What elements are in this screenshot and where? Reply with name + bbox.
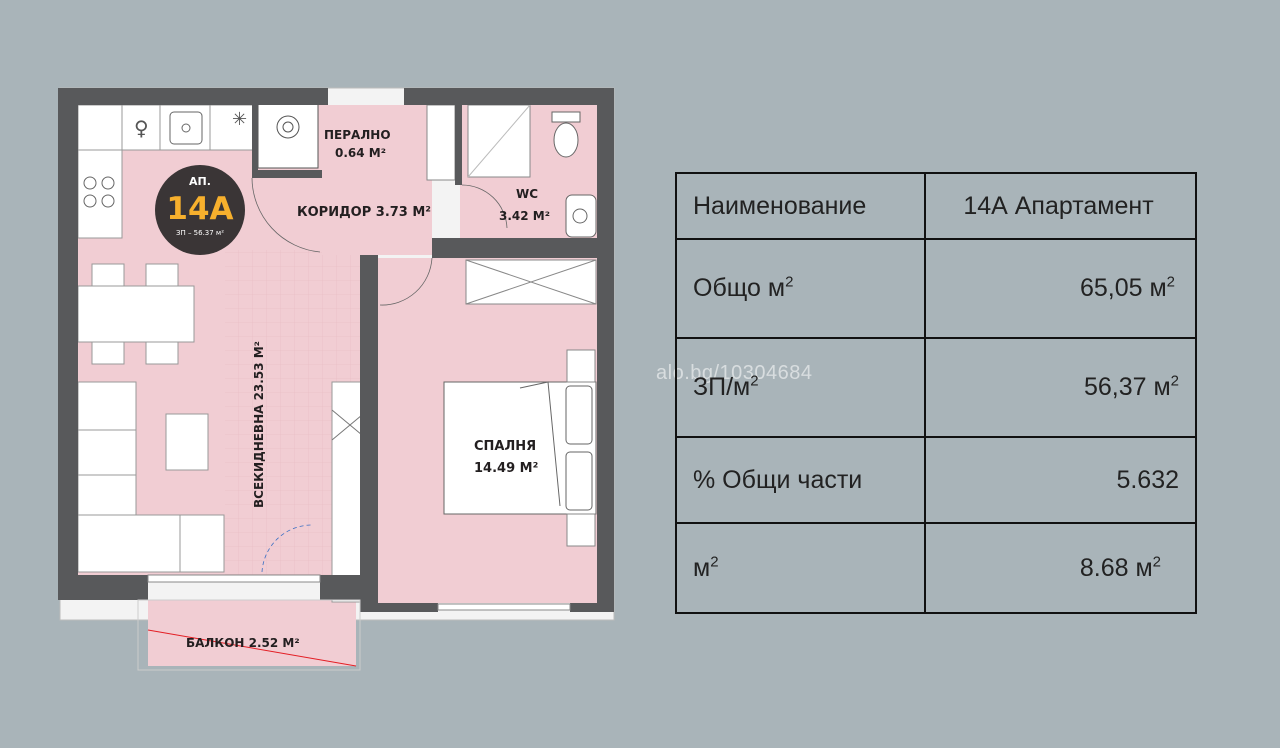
wc-name: WC [516, 187, 538, 201]
row-value: 14А Апартамент [924, 172, 1197, 240]
table-row: м2 8.68 м2 [675, 522, 1197, 614]
chair-icon [91, 263, 125, 287]
row-value: 65,05 м2 [924, 238, 1197, 339]
peralno-area: 0.64 М² [335, 146, 386, 160]
washing-machine-icon [257, 103, 319, 169]
dining-table [77, 285, 195, 343]
corridor-area [322, 105, 432, 255]
fridge-icon: ✳ [232, 109, 247, 130]
peralno-name: ПЕРАЛНО [324, 128, 391, 142]
coffee-table [165, 413, 209, 471]
kitchen-counter-side [77, 149, 123, 239]
spalnya-area: 14.49 М² [474, 461, 538, 476]
wine-glass-icon: ♀ [134, 116, 149, 140]
apartment-badge [155, 165, 245, 255]
badge-subtitle: ЗП – 56.37 м² [176, 229, 224, 237]
row-label: ЗП/м2 [675, 337, 926, 438]
boiler-icon [426, 104, 456, 181]
stove-icon [83, 176, 97, 190]
spalnya-name: СПАЛНЯ [474, 439, 536, 454]
chair-icon [145, 263, 179, 287]
wc-area: 3.42 М² [499, 209, 550, 223]
table-row: Наименование 14А Апартамент [675, 172, 1197, 240]
row-value: 56,37 м2 [924, 337, 1197, 438]
row-label: % Общи части [675, 436, 926, 524]
table-row: ЗП/м2 56,37 м2 [675, 337, 1197, 438]
badge-prefix: АП. [189, 175, 211, 188]
row-value: 8.68 м2 [924, 522, 1197, 614]
walls [58, 88, 614, 612]
balcony-railing [137, 599, 361, 671]
balkon-label: БАЛКОН 2.52 М² [186, 636, 300, 650]
floor-plan: ♀ ✳ [58, 87, 615, 671]
wc-sink-icon [565, 194, 597, 238]
chair-icon [91, 341, 125, 365]
row-label: м2 [675, 522, 926, 614]
badge-number: 14А [166, 191, 233, 227]
chair-icon [145, 341, 179, 365]
apartment-info-table: Наименование 14А Апартамент Общо м2 65,0… [675, 172, 1197, 614]
balcony-area [148, 600, 356, 666]
row-label: Общо м2 [675, 238, 926, 339]
kitchen-counter [77, 104, 254, 151]
koridor-label: КОРИДОР 3.73 М² [297, 205, 431, 220]
table-row: Общо м2 65,05 м2 [675, 238, 1197, 339]
row-value: 5.632 [924, 436, 1197, 524]
sink-icon [169, 111, 203, 145]
vsekidnevna-label: ВСЕКИДНЕВНА 23.53 М² [252, 341, 266, 508]
row-label: Наименование [675, 172, 926, 240]
table-row: % Общи части 5.632 [675, 436, 1197, 524]
toilet-icon [553, 122, 579, 158]
